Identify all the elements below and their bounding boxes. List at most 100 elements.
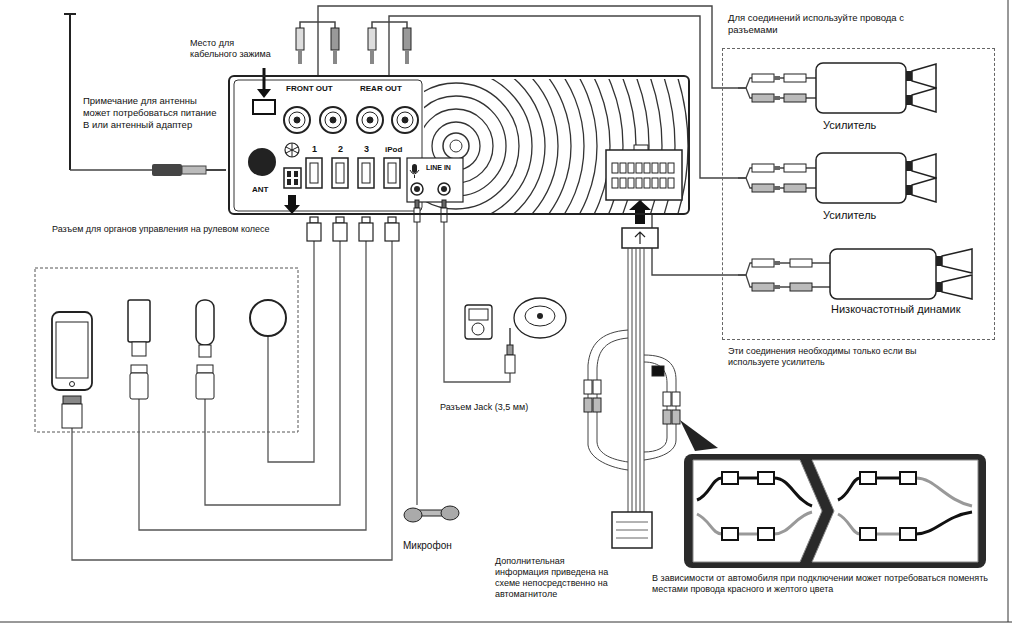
rca-jack xyxy=(320,107,346,133)
clamp-arrow xyxy=(257,89,271,98)
swap-panel xyxy=(916,512,972,534)
audio-player xyxy=(525,306,555,326)
steering-connector xyxy=(286,143,298,157)
callout-pointer xyxy=(680,420,718,451)
swap-panel xyxy=(860,472,876,484)
swap-panel xyxy=(876,533,900,536)
rca-jack xyxy=(294,117,300,123)
steering-connector xyxy=(285,143,299,157)
rca-plug xyxy=(784,164,806,172)
connector-wire xyxy=(389,16,738,178)
line-in-panel xyxy=(438,183,450,195)
iso-connector xyxy=(628,178,634,188)
usb-stick xyxy=(130,373,148,399)
rca-plug xyxy=(300,22,407,28)
port-label: LINE IN xyxy=(426,164,451,173)
iso-connector xyxy=(660,163,666,173)
rca-plug-pair xyxy=(672,392,680,406)
device-cable xyxy=(268,241,314,462)
harness-end-connector xyxy=(612,512,652,548)
audio-player xyxy=(507,345,513,355)
audio-player xyxy=(465,305,492,339)
audio-player xyxy=(505,355,515,373)
iso-connector xyxy=(652,178,658,188)
usb-port xyxy=(306,158,400,188)
swap-panel xyxy=(722,472,916,540)
swap-panel xyxy=(900,528,916,540)
device-cable xyxy=(139,241,366,530)
iso-connector xyxy=(612,178,618,188)
usb-port xyxy=(384,158,400,188)
steering-connector xyxy=(284,143,301,214)
rca-plug xyxy=(790,259,812,267)
microphone xyxy=(404,508,422,522)
usb-port xyxy=(310,163,318,183)
iso-connector xyxy=(629,200,651,224)
rca-jack xyxy=(325,112,341,128)
swap-panel xyxy=(758,472,774,484)
swap-panel xyxy=(758,528,774,540)
speaker xyxy=(912,88,936,112)
amplifier-group: Для соединений используйте провода с раз… xyxy=(722,48,995,340)
amplifier-label: Усилитель xyxy=(823,119,876,133)
iso-connector xyxy=(644,163,650,173)
swap-panel xyxy=(693,460,822,562)
amplifier: Усилитель xyxy=(738,146,950,230)
rca-plug-pair xyxy=(584,398,592,412)
usb-drive xyxy=(196,300,214,399)
phone xyxy=(62,404,82,428)
iso-connector xyxy=(668,163,674,173)
usb-plug xyxy=(385,223,399,241)
rca-plug-pair xyxy=(672,410,680,424)
heatsink-fins xyxy=(424,79,545,213)
rca-jack xyxy=(402,117,408,123)
rca-plug xyxy=(296,22,411,64)
rca-plug xyxy=(784,94,806,102)
harness-plug xyxy=(635,232,645,244)
rca-jack xyxy=(397,112,413,128)
swap-panel xyxy=(860,528,876,540)
note-text: Примечание для антенны может потребовать… xyxy=(83,95,218,131)
iso-connector xyxy=(668,178,674,188)
iso-connector xyxy=(612,163,674,188)
heatsink-fins xyxy=(424,79,688,213)
speaker xyxy=(936,256,942,266)
callout-text: Микрофон xyxy=(403,540,452,553)
device-cable xyxy=(444,222,510,382)
port-label: REAR OUT xyxy=(360,84,402,94)
swap-panel xyxy=(838,514,860,534)
rca-plug xyxy=(752,283,774,291)
audio-player xyxy=(509,328,510,345)
usb-port xyxy=(306,158,322,188)
rca-plug xyxy=(790,283,812,291)
iso-connector xyxy=(606,150,682,200)
audio-player xyxy=(469,309,488,320)
antenna xyxy=(70,169,152,171)
port-number: 2 xyxy=(338,144,343,155)
heatsink-fins xyxy=(424,79,558,213)
heatsink-fins xyxy=(424,79,571,213)
swap-panel xyxy=(684,454,986,568)
rca-plug xyxy=(784,184,806,192)
swap-panel xyxy=(684,454,986,568)
steering-remote xyxy=(250,300,286,336)
amplifier-body xyxy=(816,153,906,203)
rca-plug xyxy=(296,28,304,50)
antenna xyxy=(182,166,206,174)
iso-connector xyxy=(652,163,658,173)
iso-connector xyxy=(628,163,634,173)
usb-plug xyxy=(333,223,347,241)
rca-plug-pair xyxy=(663,410,671,424)
speaker xyxy=(912,64,936,88)
line-in-panel xyxy=(407,158,463,202)
usb-port xyxy=(388,163,396,183)
usb-port xyxy=(336,163,344,183)
line-in-panel xyxy=(410,170,419,178)
usb-plug xyxy=(388,217,396,223)
amplifier-body xyxy=(816,63,906,113)
speaker xyxy=(942,249,972,273)
heatsink-fins xyxy=(424,83,519,209)
swap-panel xyxy=(916,478,972,506)
device-cable xyxy=(416,222,417,505)
